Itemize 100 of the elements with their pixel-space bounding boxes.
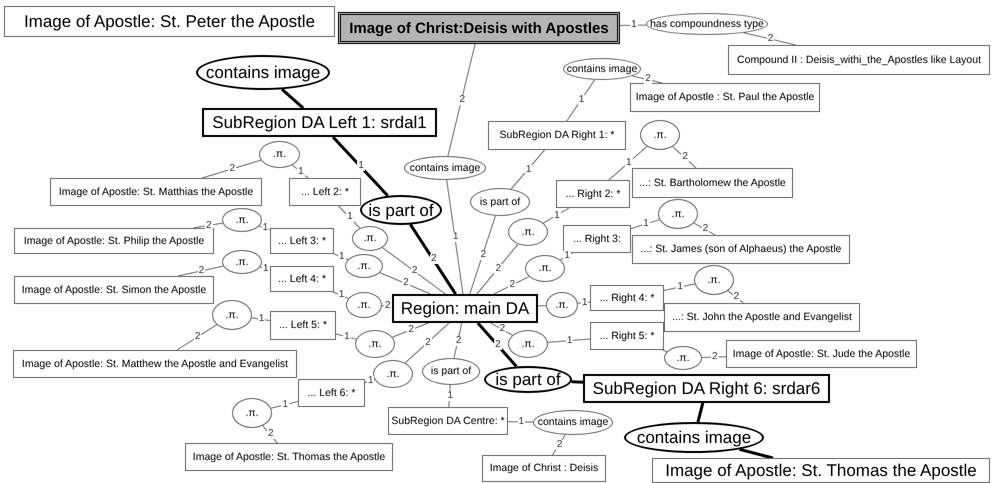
connector-line <box>672 146 697 168</box>
node-label: ... Right 4: * <box>600 292 654 304</box>
node-label: .π. <box>245 408 259 418</box>
connector-line <box>696 402 704 422</box>
node-label: .π. <box>357 300 371 310</box>
node-label: contains image <box>206 64 320 81</box>
relation-ellipse <box>694 265 734 295</box>
relation-ellipse <box>658 199 698 229</box>
node-label: .π. <box>521 226 535 238</box>
connector-line <box>336 333 357 340</box>
connector-line <box>739 448 774 460</box>
relation-ellipse <box>212 300 252 330</box>
connector-line <box>547 338 590 343</box>
node-label: SubRegion DA Left 1: srdal1 <box>212 114 427 131</box>
entity-box <box>388 407 508 435</box>
connector-line <box>469 215 496 294</box>
entity-box <box>590 322 664 350</box>
connector-line <box>409 224 457 295</box>
entity-box <box>13 350 297 378</box>
connector-line <box>280 88 304 110</box>
connector-line <box>571 380 584 384</box>
connector-line <box>630 219 660 229</box>
edge-label: 1 <box>338 252 346 262</box>
node-label: contains image <box>538 417 608 428</box>
connector-line <box>566 79 596 122</box>
edge-label: 2 <box>480 250 488 260</box>
edge-label: 1 <box>524 164 532 174</box>
edge-label: 2 <box>410 266 418 276</box>
connector-line <box>608 146 648 180</box>
node-label: .π. <box>368 338 382 350</box>
connector-line <box>664 284 696 291</box>
node-label: Image of Apostle: St. Simon the Apostle <box>22 284 206 296</box>
connector-line <box>538 305 547 306</box>
entity-box <box>563 225 631 253</box>
relation-ellipse <box>546 292 578 318</box>
node-label: .π. <box>521 338 535 350</box>
edge-label: 2 <box>454 336 462 346</box>
node-label: SubRegion DA Centre: * <box>391 416 505 426</box>
edge-label: 2 <box>424 338 432 348</box>
entity-box <box>632 235 850 264</box>
edge-label: 1 <box>343 332 351 342</box>
entity-box <box>270 266 334 292</box>
edge-label: 2 <box>681 152 689 162</box>
edge-label: 1 <box>338 290 346 300</box>
node-label: Image of Apostle: St. Matthias the Apostle <box>58 186 254 198</box>
entity-box <box>392 294 538 323</box>
connector-line <box>743 32 796 46</box>
connector-line <box>476 322 518 368</box>
relation-ellipse <box>346 292 382 318</box>
entity-box <box>298 379 365 407</box>
connector-line <box>176 324 218 350</box>
node-label: .π. <box>676 352 690 364</box>
relation-ellipse <box>222 250 262 274</box>
edge-label: 2 <box>494 264 502 274</box>
edge-label: 2 <box>732 292 740 302</box>
entity-box <box>270 228 334 254</box>
entity-box <box>50 178 262 206</box>
relation-ellipse <box>563 58 641 80</box>
edge-label: 1 <box>297 166 305 177</box>
connector-line <box>446 180 464 294</box>
node-label: .π. <box>235 256 249 268</box>
entity-box <box>556 180 630 208</box>
connector-line <box>447 44 476 157</box>
edge-label: 1 <box>563 251 571 262</box>
connector-line <box>251 317 270 322</box>
node-label: ...: St. James (son of Alphaeus) the Apostle <box>640 244 842 255</box>
node-label: .π. <box>671 208 685 220</box>
connector-line <box>508 421 534 423</box>
edge-label: 1 <box>624 158 633 168</box>
relation-ellipse <box>259 141 300 168</box>
edge-label: 2 <box>384 300 392 311</box>
edge-label: 1 <box>578 95 586 106</box>
entity-box <box>185 443 393 471</box>
connector-line <box>620 24 647 26</box>
entity-box <box>726 340 917 368</box>
connector-line <box>542 208 570 224</box>
node-label: .π. <box>235 214 249 226</box>
edge-label: 2 <box>702 224 710 234</box>
connector-line <box>453 322 462 359</box>
title-box <box>338 12 620 44</box>
node-label: is part of <box>495 371 561 388</box>
node-label: Image of Apostle: St. Thomas the Apostle <box>665 462 977 479</box>
node-label: Image of Apostle: St. Matthew the Apostle and Evangelist <box>22 358 288 370</box>
node-label: Image of Christ : Deisis <box>490 463 598 474</box>
entity-box <box>289 178 361 206</box>
connector-line <box>448 384 451 408</box>
entity-box <box>652 458 990 483</box>
edge-label: 1 <box>553 210 561 220</box>
edge-label: 2 <box>644 74 652 84</box>
edge-label: 2 <box>204 220 213 231</box>
relation-ellipse <box>345 254 383 278</box>
node-label: .π. <box>363 233 377 244</box>
entity-box <box>14 276 214 304</box>
node-label: Image of Apostle: St. Peter the Apostle <box>24 13 316 30</box>
entity-box <box>202 108 437 137</box>
node-label: Image of Christ:Deisis with Apostles <box>349 20 609 36</box>
node-label: ... Left 2: * <box>301 186 349 198</box>
relation-ellipse <box>508 330 548 358</box>
relation-ellipse <box>373 360 413 388</box>
edge-label: 2 <box>494 340 502 350</box>
